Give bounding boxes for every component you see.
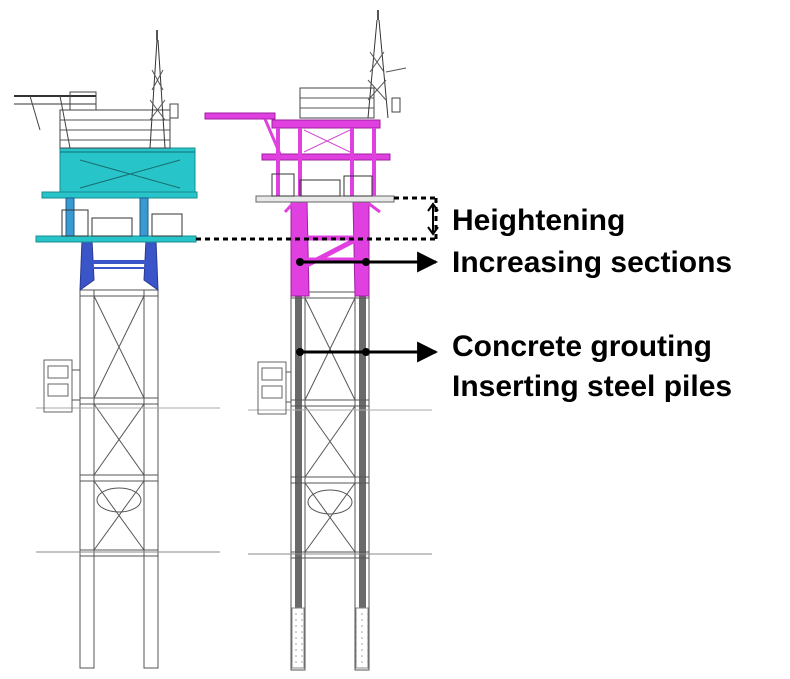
original-jacket — [36, 289, 220, 669]
original-topside-deck — [14, 30, 198, 243]
modified-structure — [204, 10, 407, 297]
increasing-sections-pointer — [296, 251, 439, 273]
modified-platform — [204, 10, 432, 671]
label-inserting-steel-piles: Inserting steel piles — [452, 370, 733, 403]
original-platform — [14, 30, 220, 669]
label-increasing-sections: Increasing sections — [452, 246, 733, 279]
modified-jacket — [248, 291, 432, 671]
heightening-arrow — [427, 202, 439, 236]
label-heightening: Heightening — [452, 204, 626, 237]
original-leg-transitions — [79, 239, 159, 292]
heightening-guides — [196, 196, 438, 241]
label-concrete-grouting: Concrete grouting — [452, 330, 712, 363]
grouting-pointer — [296, 341, 439, 363]
